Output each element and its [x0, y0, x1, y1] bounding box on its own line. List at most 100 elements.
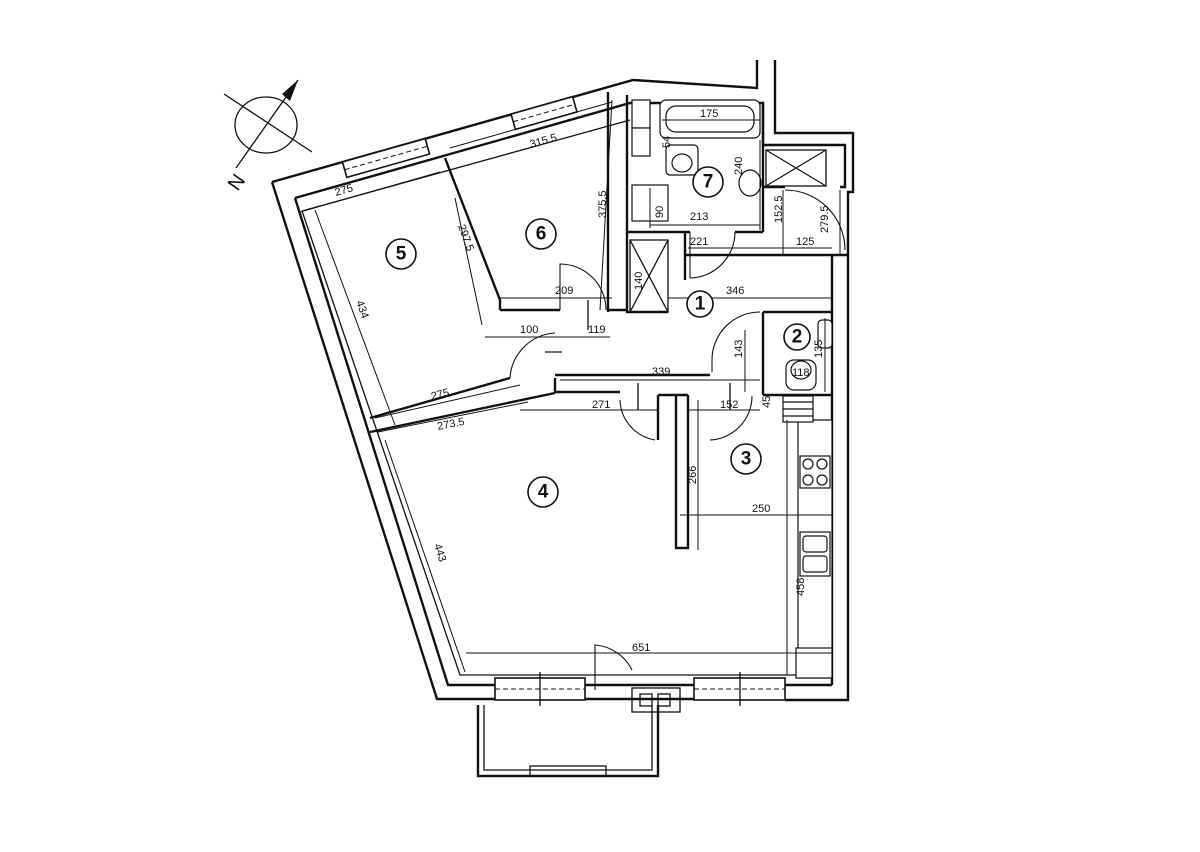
dim-line-375: [599, 99, 613, 311]
door-room-6: [559, 263, 607, 311]
closet-box: [629, 239, 669, 313]
room-2-marker: [783, 323, 811, 351]
dim-315-5: 315.5: [529, 132, 559, 151]
room-5-marker: [385, 238, 417, 270]
dim-152-5: 152.5: [773, 195, 785, 223]
dim-140: 140: [633, 272, 645, 290]
shaft-box: [765, 149, 827, 187]
door-room-4: [619, 399, 656, 441]
room-labels: 1 2 3 4 5 6 7: [385, 166, 811, 508]
compass-north-letter: N: [224, 170, 250, 194]
dim-213: 213: [690, 211, 708, 223]
door-room-5: [509, 332, 556, 379]
room-3-marker: [730, 443, 762, 475]
room-7-label: 7: [703, 172, 714, 193]
inner-line-west: [301, 210, 832, 676]
door-room-7: [689, 231, 736, 279]
windows: [341, 95, 786, 706]
dim-275-top: 275: [334, 182, 355, 199]
sink-7: [738, 169, 762, 197]
wall-5-6: [443, 157, 502, 310]
dim-135: 135: [813, 340, 825, 358]
balcony: [476, 687, 681, 778]
dimension-lines: [299, 99, 841, 675]
toilet-bowl-7: [671, 153, 693, 173]
dim-221: 221: [690, 236, 708, 248]
wall-3-4: [674, 395, 690, 550]
dim-273-5: 273.5: [436, 416, 465, 433]
room-2-label: 2: [792, 327, 803, 348]
dim-375-5: 375.5: [597, 190, 609, 218]
dim-279-5: 279.5: [819, 205, 831, 233]
door-entrance: [784, 189, 846, 251]
dim-443: 443: [431, 542, 448, 563]
burner-icon: [816, 474, 828, 486]
kitchen-sink-basin: [802, 535, 828, 553]
room-4-label: 4: [538, 482, 549, 503]
outer-wall-north: [271, 60, 759, 184]
room-6-marker: [525, 218, 557, 250]
balcony-door-leaf-a: [639, 693, 653, 707]
compass: N: [223, 79, 313, 195]
dim-275-mid: 275: [430, 387, 451, 403]
compass-circle: [234, 96, 298, 154]
balcony-railing-inner: [483, 705, 653, 771]
balcony-door-frame: [631, 687, 681, 713]
dim-line-275-top: [299, 171, 441, 213]
outer-wall-west: [270, 181, 495, 701]
door-balcony: [594, 644, 633, 690]
dim-100: 100: [520, 324, 538, 336]
dim-346: 346: [726, 285, 744, 297]
wall-5-4-b: [369, 391, 556, 434]
window-room-5: [341, 137, 431, 179]
window-room-4-left: [494, 672, 586, 706]
burner-icon: [802, 458, 814, 470]
dim-339: 339: [652, 366, 670, 378]
balcony-step: [529, 765, 607, 777]
wall-5-4-a: [369, 376, 511, 420]
door-room-2: [711, 311, 761, 372]
doors: [509, 189, 846, 690]
dim-line-273: [377, 401, 529, 433]
balcony-door-leaf-b: [657, 693, 671, 707]
dim-175: 175: [700, 108, 718, 120]
dim-143: 143: [733, 340, 745, 358]
room-5-label: 5: [396, 244, 407, 265]
dim-line-434: [314, 209, 396, 426]
dim-90: 90: [654, 206, 666, 218]
room-7-marker: [692, 166, 724, 198]
window-room-6: [510, 95, 578, 131]
dim-line-297: [454, 197, 483, 326]
dim-458: 458: [795, 578, 807, 596]
dim-240: 240: [733, 157, 745, 175]
dim-250: 250: [752, 503, 770, 515]
shelf-7-b: [631, 127, 651, 157]
dim-line-443: [384, 439, 466, 673]
room-1-marker: [686, 290, 714, 318]
dim-118: 118: [792, 367, 810, 379]
inner-wall-west: [293, 197, 495, 687]
dim-651: 651: [632, 642, 650, 654]
room-6-label: 6: [536, 224, 547, 245]
dim-152: 152: [720, 399, 738, 411]
dim-line-275-mid: [374, 384, 521, 419]
dim-119: 119: [588, 324, 606, 336]
dim-434: 434: [353, 299, 371, 320]
outer-wall-east: [773, 60, 855, 702]
closet-cross-b: [629, 239, 669, 313]
dim-125: 125: [796, 236, 814, 248]
toilet-bowl-2: [790, 360, 812, 380]
dim-45: 45: [761, 396, 773, 408]
room-1-label: 1: [695, 294, 706, 315]
bathtub-inner: [665, 105, 755, 133]
dim-209: 209: [555, 285, 573, 297]
compass-arrow-icon: [282, 80, 298, 101]
room-4-marker: [527, 476, 559, 508]
dim-271: 271: [592, 399, 610, 411]
window-room-4-right: [693, 672, 786, 706]
dim-line-315: [449, 101, 613, 149]
balcony-railing-outer: [476, 705, 660, 778]
dim-54: 54: [661, 136, 673, 148]
kitchen-sink-basin: [802, 555, 828, 573]
